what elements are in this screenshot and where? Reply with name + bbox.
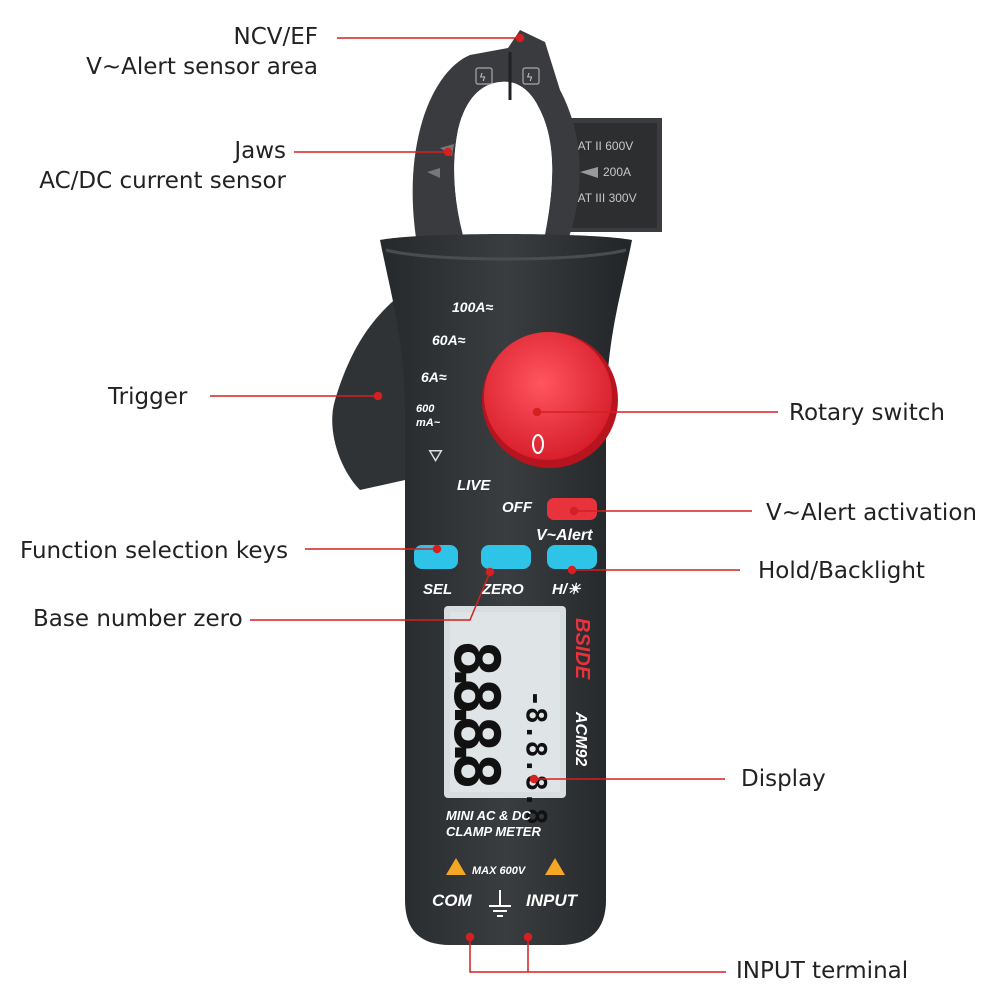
range-100a: 100A≈ — [452, 299, 493, 315]
callout-hold: Hold/Backlight — [758, 558, 925, 584]
ncv-bolt-icon-2: ϟ — [526, 71, 533, 84]
callout-display: Display — [741, 766, 826, 792]
callout-ncv: NCV/EF V~Alert sensor area — [60, 22, 318, 82]
model-name: ACM92 — [572, 711, 589, 766]
brand-logo: BSIDE — [571, 618, 593, 680]
label-live: LIVE — [457, 477, 491, 494]
rotary-switch[interactable] — [482, 332, 618, 468]
max-voltage: MAX 600V — [472, 865, 527, 877]
ncv-bolt-icon: ϟ — [479, 71, 486, 84]
jaw-rating-tab — [555, 118, 662, 232]
title-line-1: MINI AC & DC — [446, 808, 531, 823]
jaw-rating-2: 200A — [603, 165, 631, 179]
ground-icon — [489, 890, 511, 917]
callout-jaws: Jaws AC/DC current sensor — [20, 136, 286, 196]
zero-label: ZERO — [481, 581, 524, 598]
range-ma: mA~ — [416, 417, 441, 429]
ncv-symbol-icon: ⛛ — [428, 446, 443, 467]
valert-label: V~Alert — [536, 527, 593, 544]
hold-label: H/☀ — [552, 581, 581, 598]
range-60a: 60A≈ — [432, 332, 466, 348]
range-6a: 6A≈ — [421, 369, 447, 385]
trigger — [332, 295, 405, 490]
label-off: OFF — [502, 499, 533, 516]
range-600: 600 — [416, 403, 435, 415]
lcd-sub-digits: -8.8.8.8 — [520, 690, 553, 825]
callout-ncv-line2: V~Alert sensor area — [86, 54, 318, 80]
callout-trigger: Trigger — [108, 384, 188, 410]
zero-button[interactable] — [481, 545, 531, 569]
callout-base-zero: Base number zero — [33, 606, 243, 632]
jaws — [412, 30, 580, 258]
callout-rotary: Rotary switch — [789, 400, 945, 426]
callout-valert: V~Alert activation — [766, 500, 977, 526]
warning-icon — [446, 858, 466, 875]
sel-button[interactable] — [414, 545, 458, 569]
jaw-rating-1: CAT II 600V — [569, 139, 633, 153]
sel-label: SEL — [423, 581, 452, 598]
jaw-arrow-mark — [580, 167, 598, 178]
callout-function-keys: Function selection keys — [20, 538, 289, 564]
jaw-rating-3: CAT III 300V — [569, 191, 637, 205]
title-line-2: CLAMP METER — [446, 824, 541, 839]
callout-jaws-line1: Jaws — [234, 138, 286, 164]
com-label: COM — [432, 891, 473, 910]
callout-jaws-line2: AC/DC current sensor — [39, 168, 286, 194]
lcd-main-digits: 8.8.8.8 — [440, 640, 513, 790]
input-label: INPUT — [526, 891, 579, 910]
callout-input-terminal: INPUT terminal — [736, 958, 909, 984]
high-voltage-icon — [545, 858, 565, 875]
callout-ncv-line1: NCV/EF — [233, 24, 318, 50]
hold-button[interactable] — [547, 545, 597, 569]
leader-lines — [210, 33, 778, 973]
lcd-display: 8.8.8.8 -8.8.8.8 — [440, 606, 566, 825]
